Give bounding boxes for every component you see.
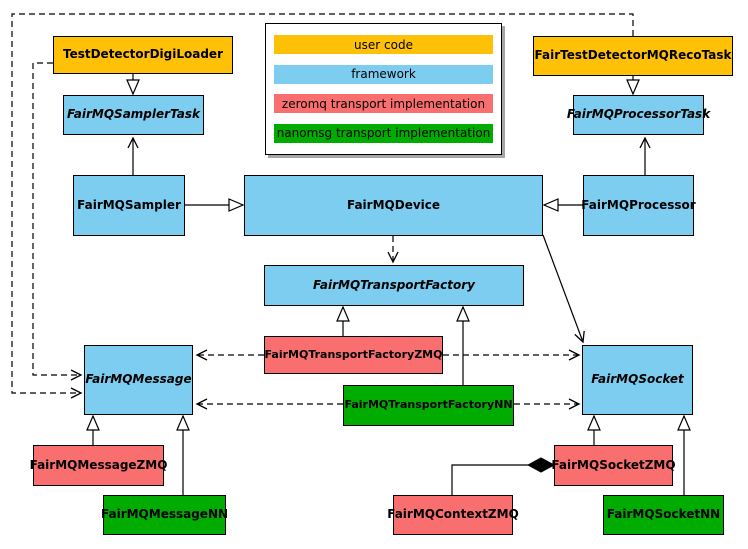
- node-fairmq-context-zmq: FairMQContextZMQ: [387, 495, 519, 535]
- node-fairmq-processor-task: FairMQProcessorTask: [567, 95, 710, 135]
- node-fairmq-sampler-task: FairMQSamplerTask: [63, 95, 204, 135]
- node-fairmq-message: FairMQMessage: [84, 345, 193, 415]
- legend-item-framework: framework: [274, 64, 493, 84]
- edge-contextzmq-socketzmq: [451, 457, 556, 495]
- node-fairmq-device: FairMQDevice: [244, 175, 543, 236]
- node-fairmq-message-zmq: FairMQMessageZMQ: [30, 445, 167, 486]
- legend-item-nanomsg: nanomsg transport implementation: [274, 123, 493, 143]
- node-fair-test-detector-mq-reco-task: FairTestDetectorMQRecoTask: [533, 36, 733, 76]
- node-fairmq-transport-factory: FairMQTransportFactory: [264, 265, 524, 306]
- node-fairmq-message-nn: FairMQMessageNN: [101, 495, 228, 535]
- node-fairmq-socket-zmq: FairMQSocketZMQ: [551, 445, 676, 486]
- node-fairmq-transport-factory-nn: FairMQTransportFactoryNN: [343, 385, 514, 426]
- node-fairmq-socket-nn: FairMQSocketNN: [603, 495, 724, 535]
- legend: user code framework zeromq transport imp…: [265, 23, 502, 155]
- edge-digiloader-message: [32, 62, 83, 381]
- node-fairmq-transport-factory-zmq: FairMQTransportFactoryZMQ: [264, 336, 443, 374]
- legend-item-zeromq: zeromq transport implementation: [274, 94, 493, 114]
- node-fairmq-socket: FairMQSocket: [582, 345, 693, 415]
- node-fairmq-processor: FairMQProcessor: [581, 175, 696, 236]
- node-test-detector-digi-loader: TestDetectorDigiLoader: [53, 36, 233, 74]
- legend-item-user-code: user code: [274, 35, 493, 54]
- edge-device-socket: [542, 234, 585, 344]
- composition-diamond-icon: [526, 457, 556, 473]
- edge-recotask-message: [11, 13, 634, 399]
- node-fairmq-sampler: FairMQSampler: [73, 175, 185, 236]
